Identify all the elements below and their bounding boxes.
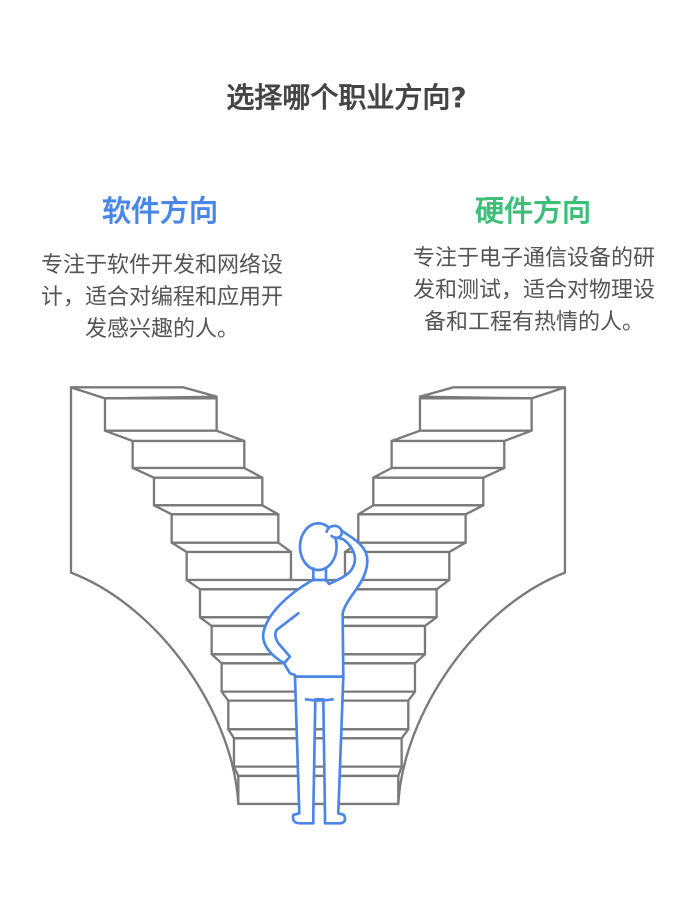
person-torso (261, 529, 369, 678)
person-head (298, 521, 338, 572)
shared-stairs-step (227, 699, 410, 731)
right-stairs-step (390, 439, 506, 470)
hardware-description: 专注于电子通信设备的研发和测试，适合对物理设备和工程有热情的人。 (412, 246, 655, 335)
left-stairs-tread (103, 429, 246, 443)
shared-stairs-tread (232, 765, 403, 778)
software-description: 专注于软件开发和网络设计，适合对编程和应用开发感兴趣的人。 (40, 253, 283, 342)
person-neck (311, 566, 328, 582)
person-waist (304, 697, 334, 702)
hardware-heading: 硬件方向 (474, 194, 591, 228)
person-left-arm-inner (273, 611, 300, 665)
left-stairs-step (103, 397, 218, 432)
software-heading: 软件方向 (101, 194, 218, 228)
left-stairs-tread (170, 541, 293, 554)
left-stairs-step (131, 439, 246, 470)
shared-stairs-tread (227, 728, 410, 740)
person-hand (325, 524, 344, 540)
right-stairs-tread (357, 504, 485, 516)
page-title: 选择哪个职业方向? (226, 81, 467, 114)
right-stairs-step (418, 397, 533, 432)
right-stairs-tread (372, 466, 506, 479)
left-stairs-tread (131, 466, 264, 479)
left-stairs-step (152, 476, 264, 507)
left-stairs-tread (152, 504, 280, 516)
right-stairs-step (357, 513, 467, 544)
right-stairs-tread (390, 429, 533, 443)
shared-stairs-step (232, 737, 403, 768)
shared-stairs-step (237, 774, 400, 806)
person-icon (261, 521, 369, 825)
left-stairs-step (170, 513, 280, 544)
left-wall (69, 386, 240, 805)
right-stairs-step (372, 476, 485, 507)
left-stairs-step (185, 550, 293, 582)
right-wall (397, 386, 567, 805)
